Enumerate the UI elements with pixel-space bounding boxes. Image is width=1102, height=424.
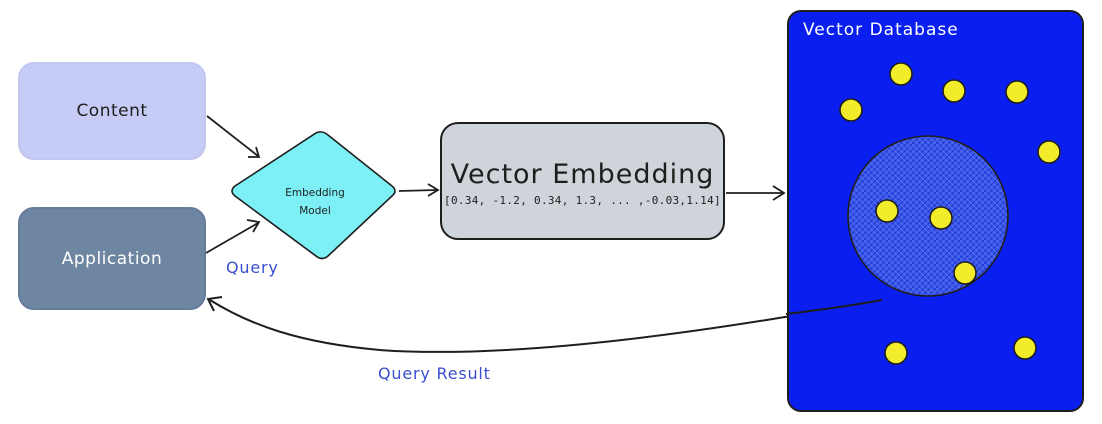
vector-point [1037, 140, 1061, 164]
application-label: Application [61, 248, 163, 269]
arrow-content-to-model [206, 115, 261, 158]
content-node[interactable]: Content [18, 62, 206, 160]
embedding-model-label-line-2: Model [299, 205, 331, 217]
application-node[interactable]: Application [18, 207, 206, 310]
arrow-embedding-to-database [726, 185, 786, 201]
arrow-application-to-model [205, 219, 261, 254]
content-label: Content [76, 101, 148, 121]
vector-embedding-node[interactable]: Vector Embedding [0.34, -1.2, 0.34, 1.3,… [440, 122, 725, 240]
query-edge-label: Query [226, 258, 279, 277]
vector-point [839, 98, 863, 122]
vector-point [875, 199, 899, 223]
vector-database-label: Vector Database [803, 20, 959, 40]
vector-point [884, 341, 908, 365]
similarity-cluster [847, 135, 1009, 297]
embedding-model-diamond[interactable] [231, 131, 396, 260]
vector-point [1013, 336, 1037, 360]
vector-point [1005, 80, 1029, 104]
embedding-model-label: Embedding Model [260, 184, 370, 220]
embedding-model-label-line-1: Embedding [285, 187, 345, 199]
vector-embedding-values: [0.34, -1.2, 0.34, 1.3, ... ,-0.03,1.14] [444, 194, 721, 207]
query-result-arrow-start [785, 299, 883, 315]
vector-point [929, 206, 953, 230]
arrow-query-result [206, 296, 883, 353]
arrow-model-to-embedding [398, 183, 440, 197]
vector-point [942, 79, 966, 103]
query-result-edge-label: Query Result [378, 364, 491, 383]
vector-embedding-title: Vector Embedding [450, 159, 715, 190]
vector-point [889, 62, 913, 86]
vector-point [953, 261, 977, 285]
